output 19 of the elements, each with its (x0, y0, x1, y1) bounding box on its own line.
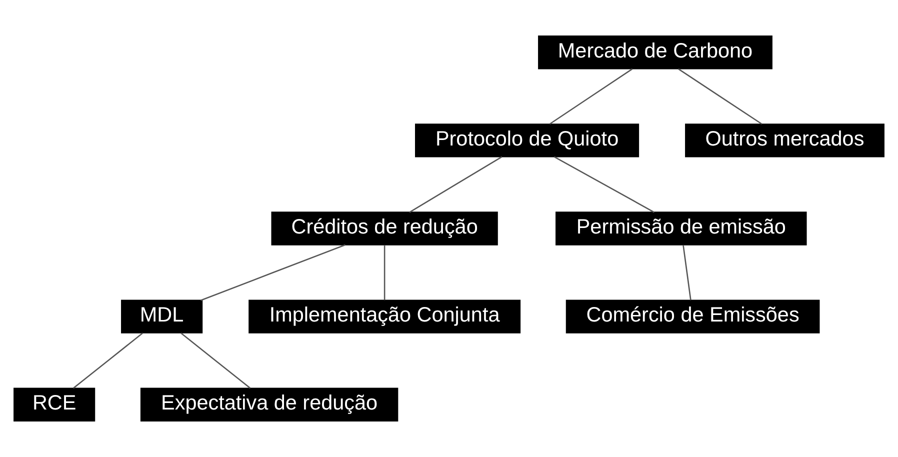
connector (678, 68, 762, 125)
node-box: Créditos de redução (271, 212, 498, 246)
node-box: RCE (14, 388, 96, 422)
node-box: Implementação Conjunta (248, 300, 521, 334)
connector (409, 156, 502, 213)
connector (200, 244, 346, 301)
connector (72, 332, 143, 389)
connector (554, 156, 655, 213)
node-box: Outros mercados (685, 124, 884, 158)
node-box: Permissão de emissão (556, 212, 807, 246)
connector (682, 244, 692, 300)
node-box: Comércio de Emissões (566, 300, 820, 334)
connector (180, 332, 251, 389)
node-box: Expectativa de redução (140, 388, 398, 422)
node-box: Protocolo de Quioto (415, 124, 640, 158)
connector (549, 68, 633, 125)
node-box: MDL (121, 300, 203, 334)
connector (384, 245, 386, 300)
node-box: Mercado de Carbono (538, 36, 772, 70)
